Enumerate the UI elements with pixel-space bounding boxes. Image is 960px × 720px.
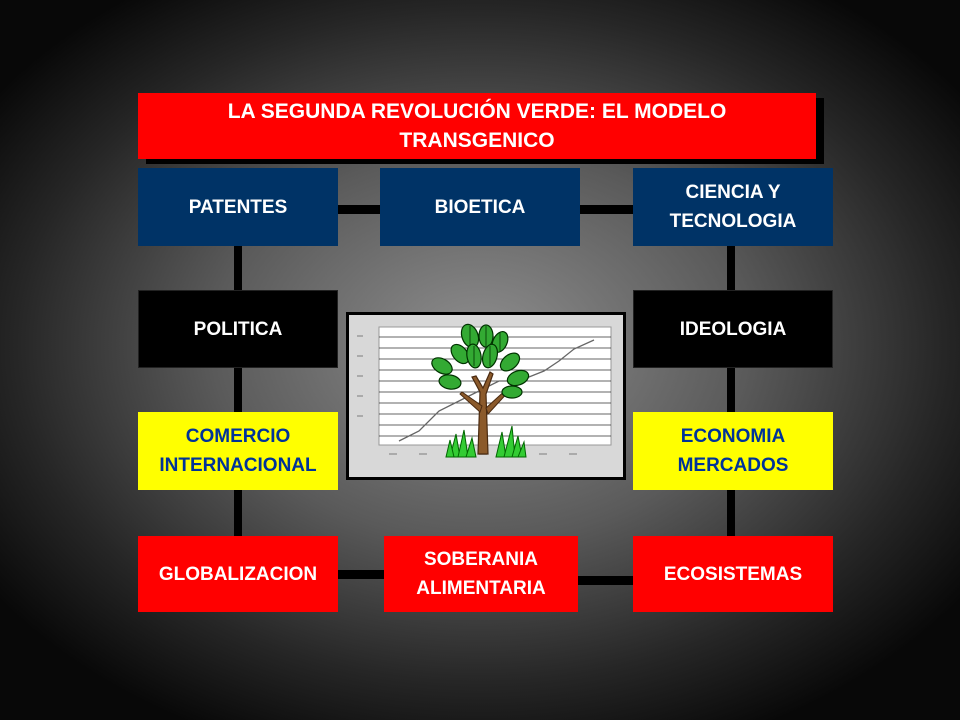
node-economia-mercados: ECONOMIA MERCADOS (633, 412, 833, 490)
node-ecosistemas: ECOSISTEMAS (633, 536, 833, 612)
title-text: LA SEGUNDA REVOLUCIÓN VERDE: EL MODELO T… (227, 100, 727, 152)
node-globalizacion: GLOBALIZACION (138, 536, 338, 612)
node-patentes: PATENTES (138, 168, 338, 246)
connector-globalizacion-soberania (338, 570, 386, 579)
tree-icon (431, 323, 530, 458)
node-ideologia: IDEOLOGIA (633, 290, 833, 368)
grass-icon (445, 425, 527, 458)
connector-bioetica-ciencia (580, 205, 634, 214)
connector-left-vertical (234, 245, 242, 537)
node-comercio-internacional: COMERCIO INTERNACIONAL (138, 412, 338, 490)
node-politica: POLITICA (138, 290, 338, 368)
node-ciencia-tecnologia: CIENCIA Y TECNOLOGIA (633, 168, 833, 246)
connector-right-vertical (727, 245, 735, 537)
connector-soberania-ecosistemas (578, 576, 634, 585)
connector-patentes-bioetica (338, 205, 382, 214)
node-bioetica: BIOETICA (380, 168, 580, 246)
title-banner: LA SEGUNDA REVOLUCIÓN VERDE: EL MODELO T… (138, 93, 816, 159)
node-soberania-alimentaria: SOBERANIA ALIMENTARIA (384, 536, 578, 612)
